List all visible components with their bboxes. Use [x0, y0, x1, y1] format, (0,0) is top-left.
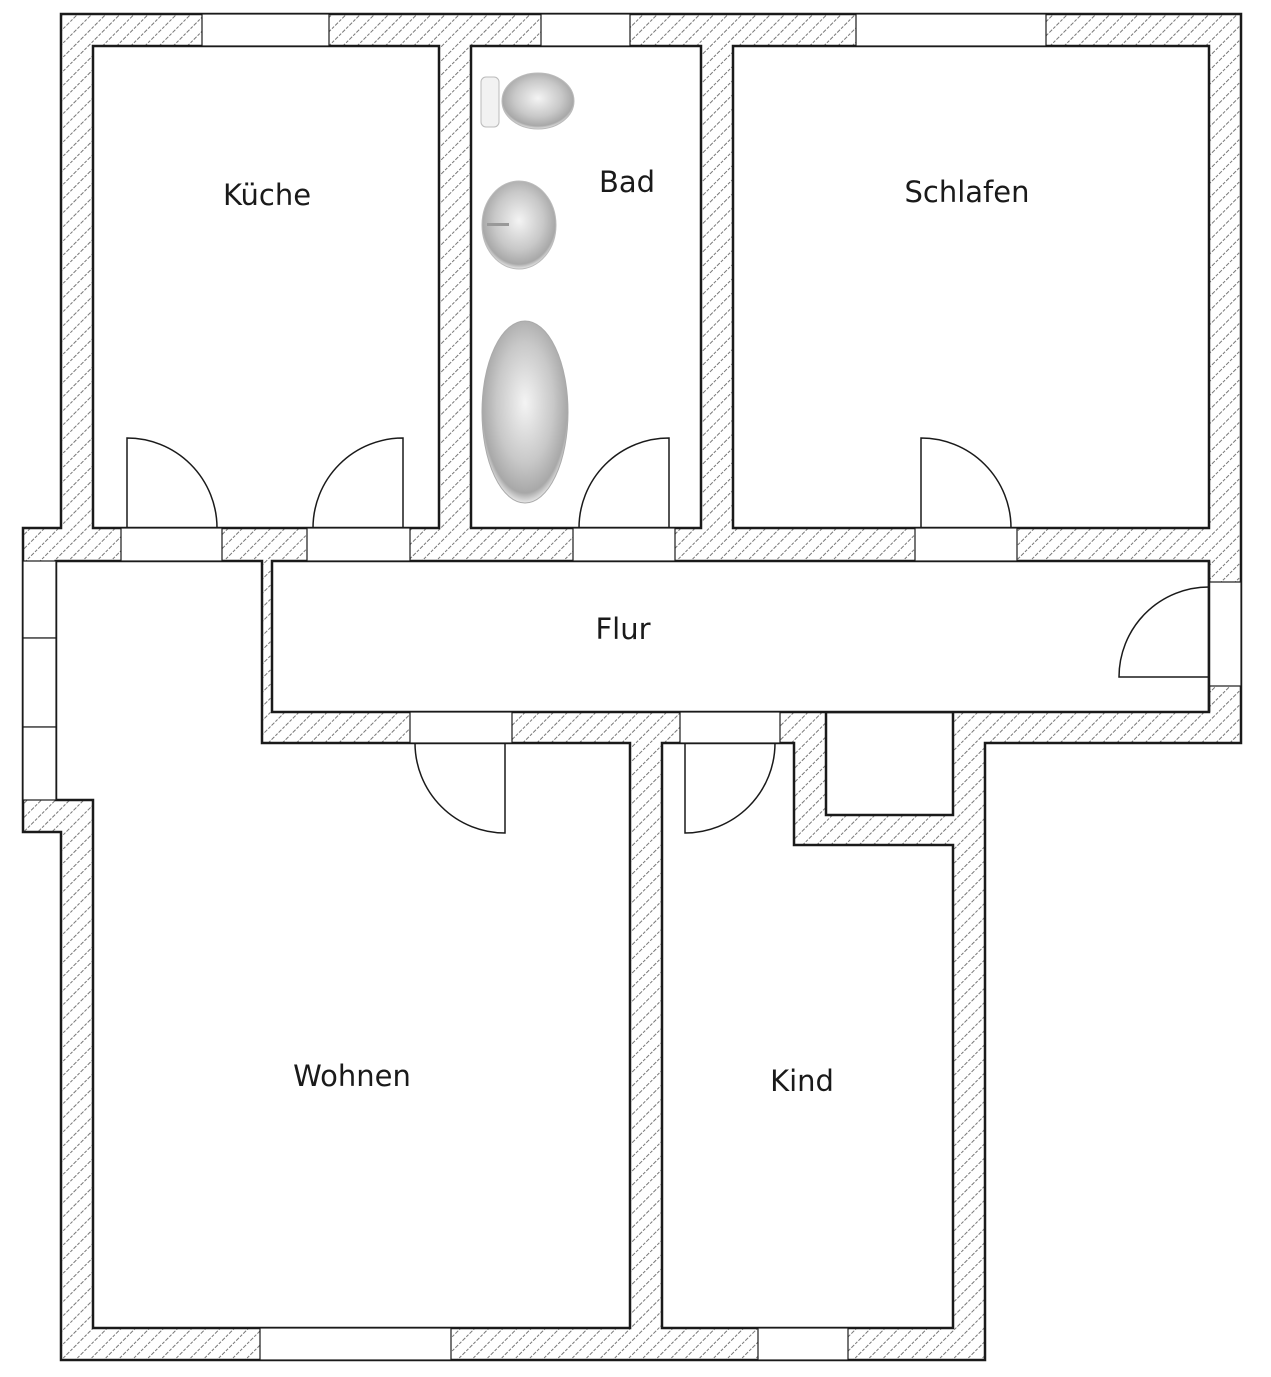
door-kueche-right [312, 437, 404, 529]
door-kind [684, 742, 776, 834]
sink-icon [481, 180, 557, 270]
label-kueche: Küche [223, 178, 311, 212]
label-bad: Bad [599, 165, 655, 199]
window [540, 13, 631, 47]
front-door-opening [1208, 581, 1242, 687]
label-flur: Flur [595, 612, 650, 646]
door-bad [578, 437, 670, 529]
label-schlafen: Schlafen [905, 175, 1030, 209]
label-kind: Kind [770, 1064, 834, 1098]
window [855, 13, 1047, 47]
window [201, 13, 330, 47]
room-kueche [91, 44, 441, 530]
window [757, 1327, 849, 1361]
exterior-niche [824, 710, 955, 817]
door-opening [409, 711, 513, 744]
door-opening [914, 527, 1018, 562]
door-schlafen [920, 437, 1012, 529]
door-opening [120, 527, 223, 562]
door-kueche-left [126, 437, 218, 529]
window [22, 726, 57, 801]
window [22, 560, 57, 639]
door-opening [679, 711, 781, 744]
toilet-icon [480, 72, 575, 130]
room-schlafen [731, 44, 1211, 530]
door-opening [572, 527, 676, 562]
window [22, 637, 57, 728]
door-wohnen [414, 742, 506, 834]
label-wohnen: Wohnen [293, 1059, 411, 1093]
room-wohnen [54, 559, 632, 1330]
door-opening [306, 527, 411, 562]
bathtub-icon [481, 320, 569, 504]
front-door [1118, 586, 1210, 678]
room-kind [660, 741, 955, 1330]
window [259, 1327, 452, 1361]
room-flur [270, 559, 1211, 714]
